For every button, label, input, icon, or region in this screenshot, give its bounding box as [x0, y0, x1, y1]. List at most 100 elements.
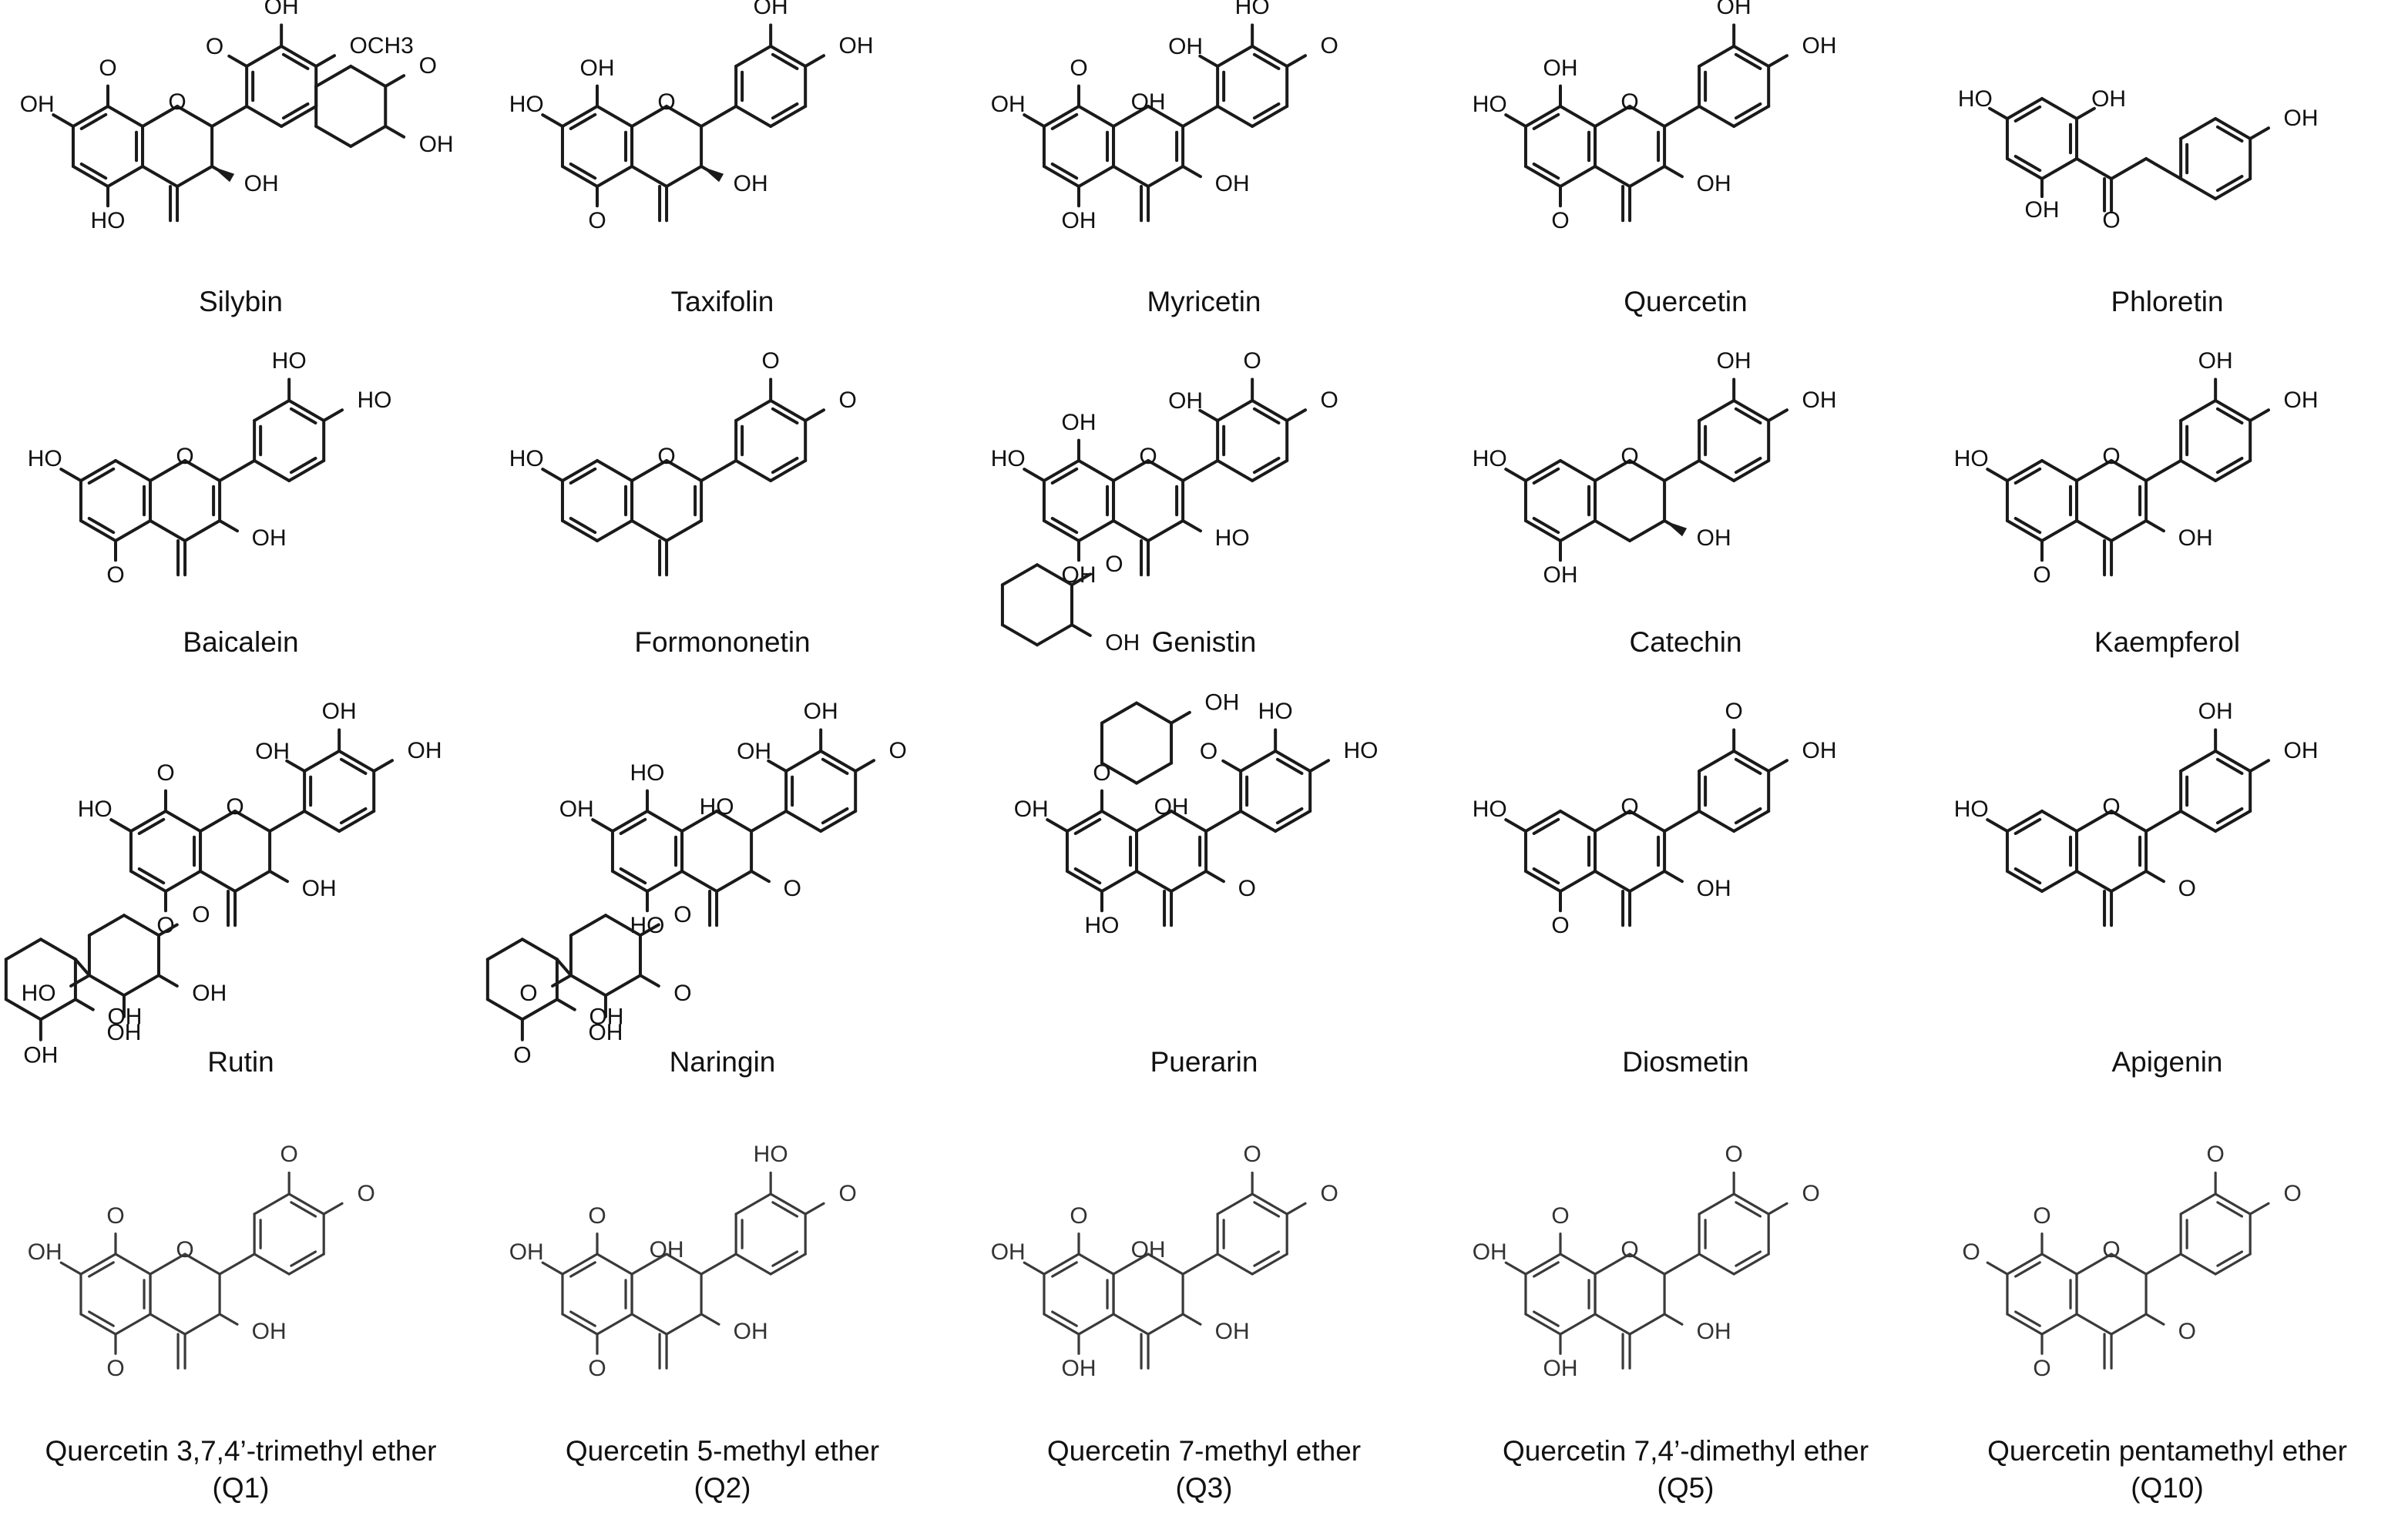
atom-label: O [588, 1356, 606, 1381]
atom-label: O [1551, 913, 1569, 938]
atom-label: O [176, 444, 193, 469]
compound-name: Quercetin 7,4’-dimethyl ether (Q5) [1445, 1433, 1926, 1507]
atom-label: OH [419, 132, 454, 157]
atom-label: O [1238, 876, 1256, 901]
atom-label: OH [734, 171, 768, 196]
atom-label: OH [559, 797, 594, 822]
atom-label: O [1321, 387, 1338, 413]
atom-label: O [1620, 89, 1638, 115]
atom-label: O [1243, 1142, 1261, 1167]
atom-label: OH [2284, 387, 2319, 413]
compound-name-text: Diosmetin [1622, 1046, 1749, 1078]
atom-label: HO [1958, 86, 1993, 112]
atom-label: O [106, 1356, 124, 1381]
atom-label: HO [91, 208, 126, 233]
compound-abbrev: (Q3) [1175, 1472, 1233, 1504]
atom-label: OH [1215, 1319, 1250, 1344]
atom-label: HO [991, 446, 1026, 471]
atom-label: O [1725, 1142, 1742, 1167]
atom-label: OH [192, 981, 227, 1006]
atom-label: OH [1168, 34, 1203, 59]
atom-label: OH [1697, 171, 1731, 196]
atom-label: OH [650, 1237, 684, 1263]
compound-name: Baicalein [0, 624, 482, 661]
atom-label: OH [2178, 525, 2213, 551]
compound-name: Silybin [0, 283, 482, 320]
compound-name-text: Kaempferol [2094, 626, 2241, 658]
atom-label: O [1321, 1181, 1338, 1206]
atom-label: OH [1697, 525, 1731, 551]
atom-label: O [1105, 552, 1123, 577]
atom-label: OH [107, 1004, 142, 1029]
atom-label: OH [754, 0, 788, 19]
atom-label: O [2102, 444, 2120, 469]
atom-label: HO [1235, 0, 1270, 19]
atom-label: OH [580, 55, 615, 81]
atom-label: O [226, 794, 243, 820]
compound-name: Naringin [482, 1044, 963, 1081]
atom-label: O [588, 208, 606, 233]
atom-label: OH [2198, 699, 2233, 724]
atom-label: O [2178, 1319, 2196, 1344]
atom-label: HO [509, 92, 544, 117]
atom-label: HO [1344, 738, 1379, 763]
compound-cell: OH OH O O OH OH O Quercetin 7-methyl ether (Q3) [963, 1117, 1445, 1533]
atom-label: HO [1473, 797, 1507, 822]
atom-label: OH [264, 0, 299, 19]
atom-label: O [99, 55, 116, 81]
atom-label: HO [754, 1142, 788, 1167]
atom-label: OH [23, 1042, 58, 1068]
compound-name: Quercetin 3,7,4’-trimethyl ether(Q1) [0, 1433, 482, 1507]
atom-label: OH [1717, 348, 1751, 374]
compound-name-text: Formononetin [634, 626, 811, 658]
atom-label: OH [509, 1239, 544, 1265]
atom-label: OH [737, 739, 771, 764]
atom-label: O [2284, 1181, 2302, 1206]
atom-label: OH [2198, 348, 2233, 374]
atom-label: OH [991, 1239, 1026, 1265]
atom-label: HO [1215, 525, 1250, 551]
compound-abbrev: (Q5) [1657, 1472, 1714, 1504]
atom-label: OH [1543, 55, 1578, 81]
compound-name-text: Quercetin 7,4’-dimethyl ether [1502, 1435, 1869, 1467]
compound-name-text: Baicalein [183, 626, 299, 658]
atom-label: OH [1131, 1237, 1166, 1263]
atom-label: O [106, 1203, 124, 1229]
compound-name-text: Quercetin 7-methyl ether [1046, 1435, 1362, 1467]
atom-label: OH [2284, 106, 2319, 131]
atom-label: OH [252, 525, 287, 551]
compound-name: Rutin [0, 1044, 482, 1081]
atom-label: OH [1062, 1356, 1097, 1381]
compound-name: Apigenin [1926, 1044, 2408, 1081]
atom-label: O [1070, 1203, 1087, 1229]
atom-label: O [673, 902, 691, 927]
atom-label: O [2178, 876, 2196, 901]
atom-label: OH [1014, 797, 1049, 822]
compound-name: Myricetin [963, 283, 1445, 320]
atom-label: O [176, 1237, 193, 1263]
compound-name-text: Quercetin pentamethyl ether [1987, 1435, 2347, 1467]
atom-label: O [1200, 739, 1217, 764]
atom-label: O [1321, 33, 1338, 59]
compound-name: Quercetin pentamethyl ether(Q10) [1926, 1433, 2408, 1507]
atom-label: O [358, 1181, 375, 1206]
atom-label: OH [2091, 86, 2126, 112]
compound-abbrev: (Q1) [212, 1472, 270, 1504]
atom-label: OH [1154, 794, 1189, 820]
